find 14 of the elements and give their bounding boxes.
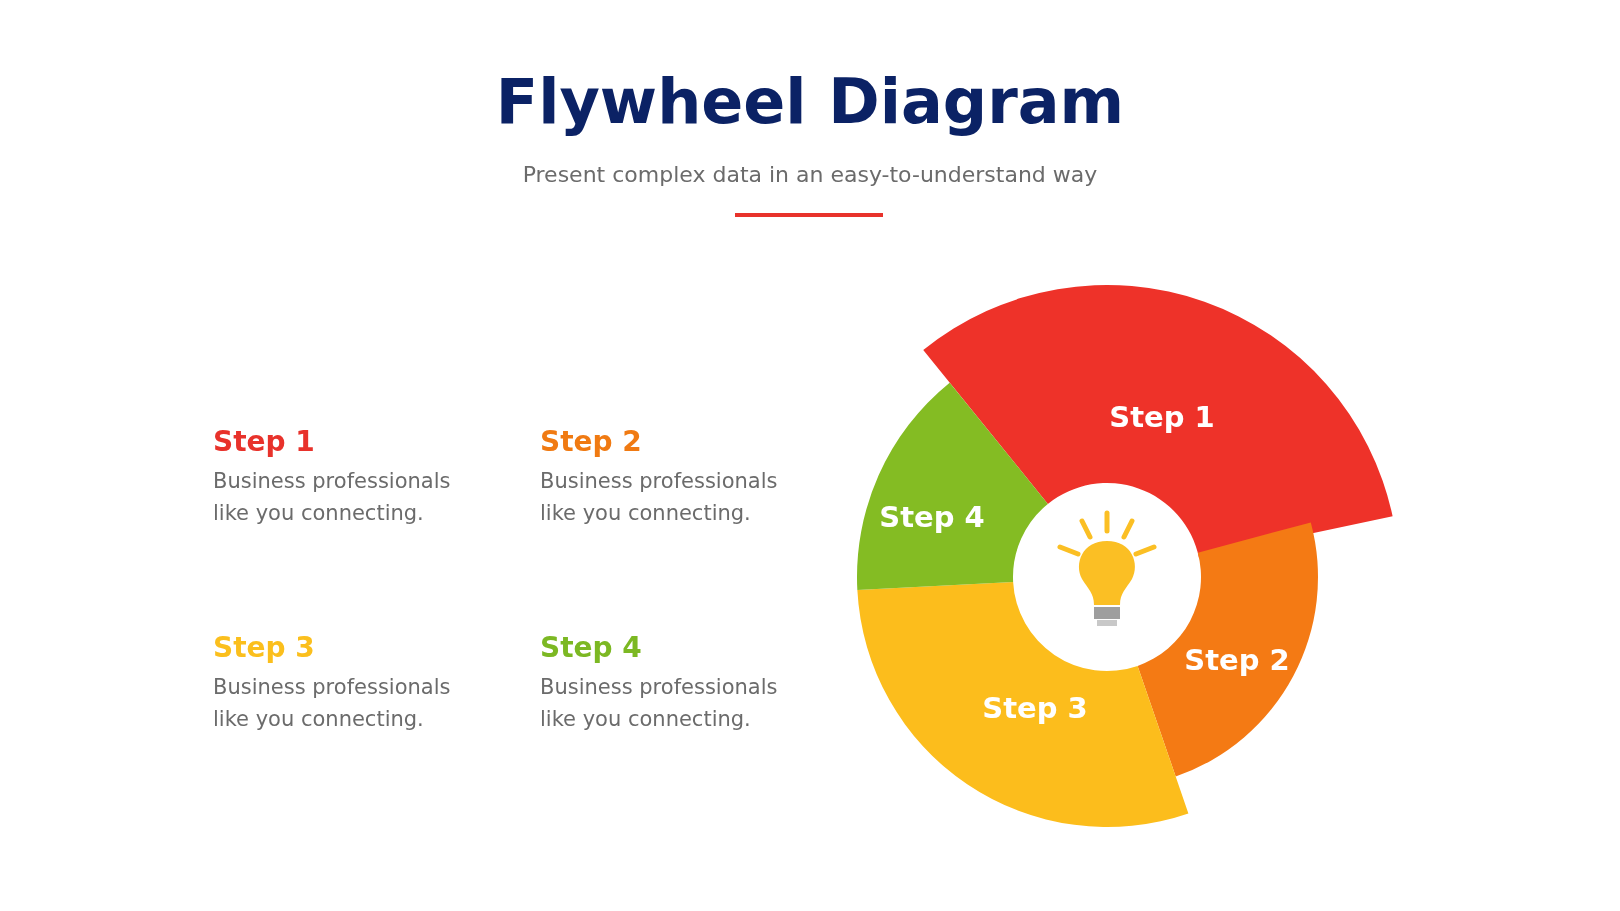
segment-label: Step 3 bbox=[981, 691, 1089, 725]
subtitle: Present complex data in an easy-to-understand way bbox=[521, 162, 1099, 187]
step-description: Business professionals like you connecting. bbox=[213, 468, 452, 527]
step-heading: Step 4 bbox=[540, 631, 642, 664]
step-description: Business professionals like you connecting. bbox=[540, 468, 779, 527]
segment-label: Step 2 bbox=[1183, 643, 1291, 677]
step-heading: Step 1 bbox=[213, 425, 315, 458]
step-heading: Step 2 bbox=[540, 425, 642, 458]
title: Flywheel Diagram bbox=[494, 68, 1126, 137]
step-description: Business professionals like you connecting. bbox=[540, 674, 779, 733]
step-description: Business professionals like you connecting. bbox=[213, 674, 452, 733]
segment-label: Step 4 bbox=[878, 500, 986, 534]
segment-label: Step 1 bbox=[1108, 400, 1216, 434]
step-heading: Step 3 bbox=[213, 631, 315, 664]
